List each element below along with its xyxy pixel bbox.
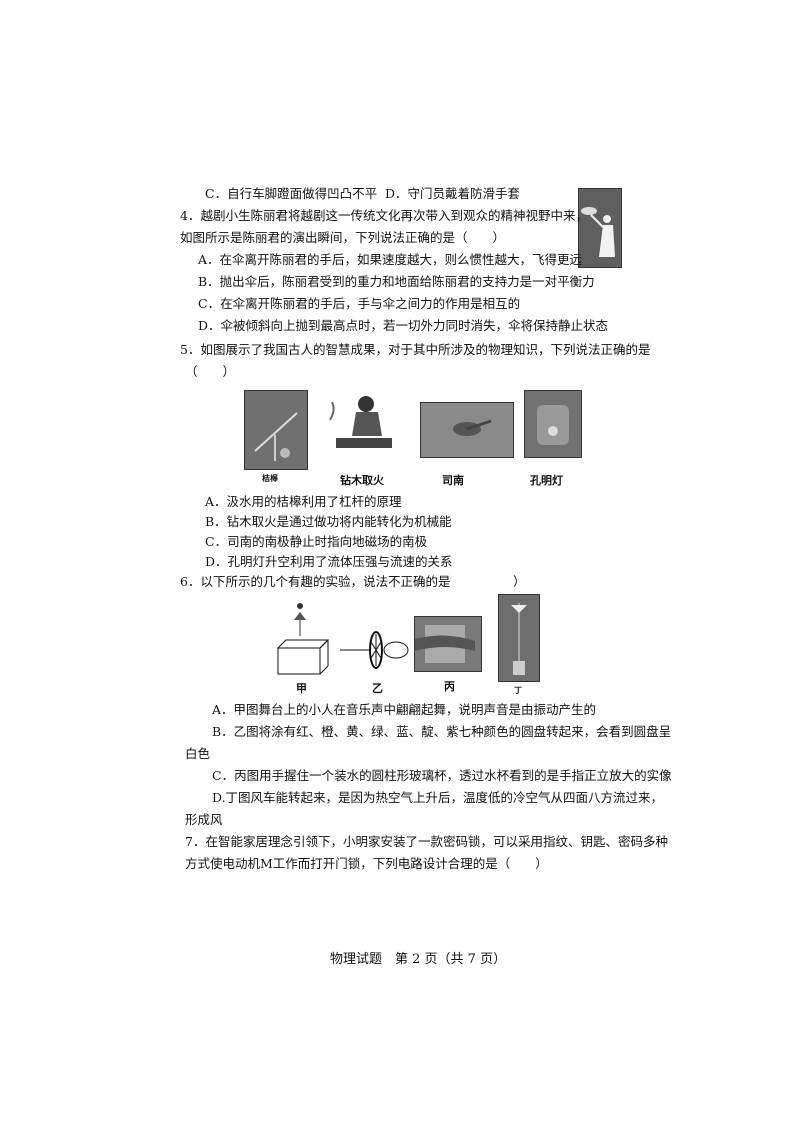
dancer-on-speaker-icon <box>276 603 330 675</box>
q6-figure-bing <box>414 616 482 672</box>
q6-caption-ding: 丁 <box>514 686 522 695</box>
q5-option-a: A．汲水用的桔槔利用了杠杆的原理 <box>205 494 402 509</box>
q3-option-d: D．守门员戴着防滑手套 <box>385 186 521 201</box>
q6-option-b-line2: 白色 <box>185 746 211 761</box>
sinan-image <box>420 402 514 458</box>
q4-stem-line1: 4．越剧小生陈丽君将越剧这一传统文化再次带入到观众的精神视野中来， <box>180 208 588 223</box>
hand-holding-glass-icon <box>415 617 481 671</box>
q6-caption-bing: 丙 <box>444 680 455 693</box>
drill-fire-image <box>322 390 402 456</box>
q5-option-b: B．钻木取火是通过做功将内能转化为机械能 <box>205 514 452 529</box>
q6-option-d-line2: 形成风 <box>185 812 223 827</box>
jiegao-image <box>244 390 308 470</box>
q6-caption-yi: 乙 <box>372 682 383 695</box>
q6-option-c: C．丙图用手握住一个装水的圆柱形玻璃杯，透过水杯看到的是手指正立放大的实像 <box>212 768 672 783</box>
pinwheel-over-candle-icon <box>499 595 539 681</box>
q5-caption-1: 桔槔 <box>262 474 278 483</box>
q5-option-d: D．孔明灯升空利用了流体压强与流速的关系 <box>205 554 453 569</box>
q5-option-c: C．司南的南极静止时指向地磁场的南极 <box>205 534 428 549</box>
q6-figure-ding <box>498 594 540 682</box>
q5-caption-3: 司南 <box>442 474 464 487</box>
q4-option-d: D．伞被倾斜向上抛到最高点时，若一切外力同时消失，伞将保持静止状态 <box>198 318 609 333</box>
q5-caption-4: 孔明灯 <box>530 474 563 487</box>
q5-stem-line2: （ ） <box>185 364 236 379</box>
q4-option-c: C．在伞离开陈丽君的手后，手与伞之间力的作用是相互的 <box>198 296 521 311</box>
performer-figure-icon <box>579 189 621 267</box>
compass-spoon-icon <box>421 403 513 457</box>
performer-photo <box>578 188 622 268</box>
q6-figure-jia <box>272 600 332 678</box>
q6-option-a: A．甲图舞台上的小人在音乐声中翩翩起舞，说明声音是由振动产生的 <box>212 702 597 717</box>
drilling-fire-figure-icon <box>329 396 392 448</box>
color-disc-spinner-icon <box>340 631 409 669</box>
q4-option-b: B．抛出伞后，陈丽君受到的重力和地面给陈丽君的支持力是一对平衡力 <box>198 274 595 289</box>
q6-option-b-line1: B．乙图将涂有红、橙、黄、绿、蓝、靛、紫七种颜色的圆盘转起来，会看到圆盘呈 <box>212 724 672 739</box>
page-footer: 物理试题 第 2 页（共 7 页） <box>330 952 507 967</box>
q7-stem-line1: 7．在智能家居理念引领下，小明家安装了一款密码锁，可以采用指纹、钥匙、密码多种 <box>185 834 668 849</box>
q6-figure-yi <box>340 630 410 670</box>
well-sweep-icon <box>245 391 307 469</box>
q5-caption-2: 钻木取火 <box>340 474 384 487</box>
q3-option-c: C．自行车脚蹬面做得凹凸不平 <box>205 186 378 201</box>
sky-lantern-icon <box>525 391 581 457</box>
q6-caption-jia: 甲 <box>296 682 307 695</box>
kongming-lantern-image <box>524 390 582 458</box>
q7-stem-line2: 方式使电动机M工作而打开门锁，下列电路设计合理的是（ ） <box>185 856 548 871</box>
q4-stem-line2: 如图所示是陈丽君的演出瞬间，下列说法正确的是（ ） <box>180 230 506 245</box>
q4-option-a: A．在伞离开陈丽君的手后，如果速度越大，则么惯性越大，飞得更远 <box>198 252 583 267</box>
q6-stem: 6．以下所示的几个有趣的实验，说法不正确的是 ） <box>180 574 526 589</box>
q6-option-d-line1: D.丁图风车能转起来，是因为热空气上升后，温度低的冷空气从四面八方流过来， <box>212 790 664 805</box>
q5-stem-line1: 5．如图展示了我国古人的智慧成果，对于其中所涉及的物理知识，下列说法正确的是 <box>180 342 651 357</box>
